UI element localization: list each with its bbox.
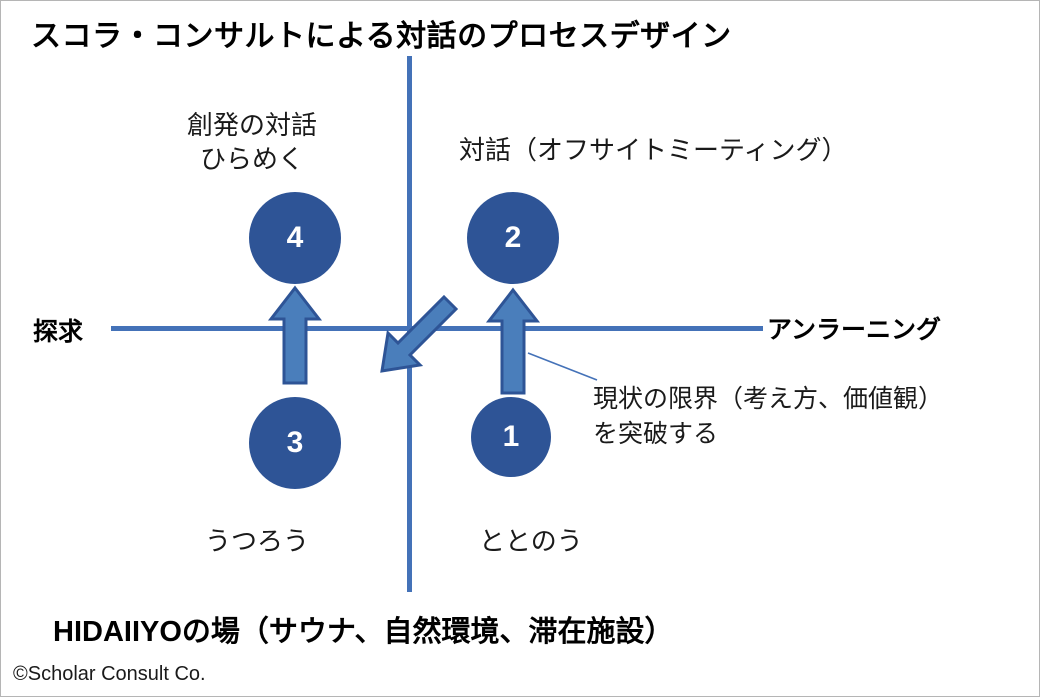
annotation-leader-line xyxy=(527,352,598,381)
arrow-up-right-icon xyxy=(485,287,541,395)
node-circle-3[interactable]: 3 xyxy=(249,397,341,489)
quadrant-label-bottom-left: うつろう xyxy=(205,526,310,556)
node-circle-2-label: 2 xyxy=(504,221,522,254)
annotation-line1: 現状の限界（考え方、価値観） xyxy=(593,385,944,413)
annotation-callout: 現状の限界（考え方、価値観） を突破する xyxy=(593,382,943,451)
annotation-line2: を突破する xyxy=(593,419,719,448)
node-circle-1-label: 1 xyxy=(502,420,520,453)
arrow-diagonal-down-left-icon xyxy=(380,294,459,373)
page-title: スコラ・コンサルトによる対話のプロセスデザイン xyxy=(31,20,732,53)
vertical-axis-line xyxy=(407,56,412,592)
quadrant-label-top-left-line2: ひらめく xyxy=(200,143,305,174)
node-circle-4-label: 4 xyxy=(286,221,304,254)
horizontal-axis-line xyxy=(111,326,763,331)
arrow-up-left-icon xyxy=(267,285,323,385)
quadrant-label-top-left-line1: 創発の対話 xyxy=(187,110,318,140)
node-circle-1[interactable]: 1 xyxy=(471,397,551,477)
axis-label-right: アンラーニング xyxy=(767,316,942,344)
node-circle-2[interactable]: 2 xyxy=(467,192,559,284)
quadrant-label-top-right: 対話（オフサイトミーティング） xyxy=(459,135,848,165)
node-circle-3-label: 3 xyxy=(286,426,304,459)
quadrant-label-bottom-right: ととのう xyxy=(479,526,583,556)
node-circle-4[interactable]: 4 xyxy=(249,192,341,284)
axis-label-left: 探求 xyxy=(33,318,84,346)
quadrant-label-top-left: 創発の対話 ひらめく xyxy=(187,109,317,177)
bottom-caption: HIDAIIYOの場（サウナ、自然環境、滞在施設） xyxy=(53,616,674,648)
copyright-notice: ©Scholar Consult Co. xyxy=(13,663,206,685)
